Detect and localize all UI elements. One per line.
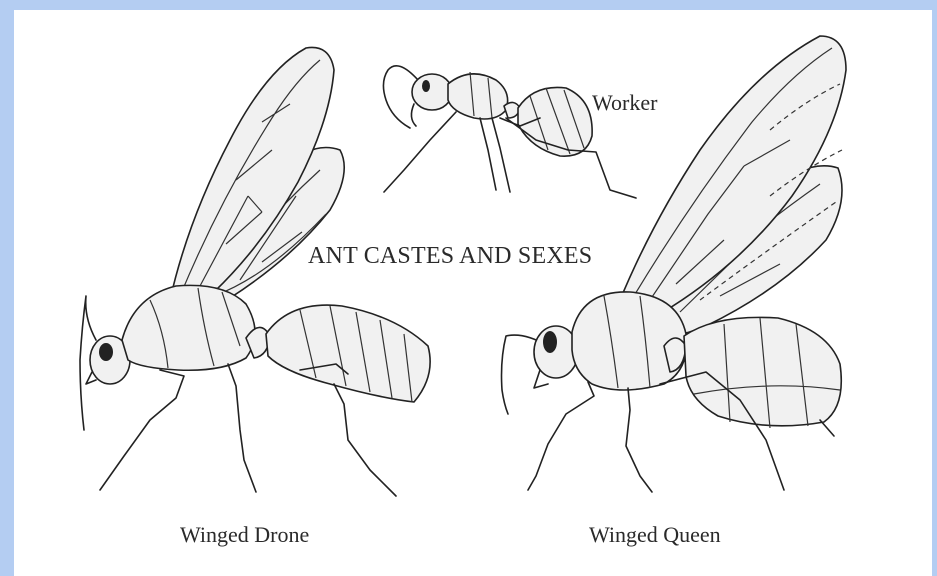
worker-ant-figure — [383, 66, 636, 198]
worker-label: Worker — [592, 90, 657, 116]
illustration-panel: ANT CASTES AND SEXES Worker Winged Drone… — [14, 10, 932, 576]
ant-illustration — [14, 10, 932, 576]
winged-drone-label: Winged Drone — [180, 522, 309, 548]
winged-drone-figure — [80, 47, 430, 496]
winged-queen-label: Winged Queen — [589, 522, 721, 548]
diagram-title: ANT CASTES AND SEXES — [308, 243, 592, 270]
